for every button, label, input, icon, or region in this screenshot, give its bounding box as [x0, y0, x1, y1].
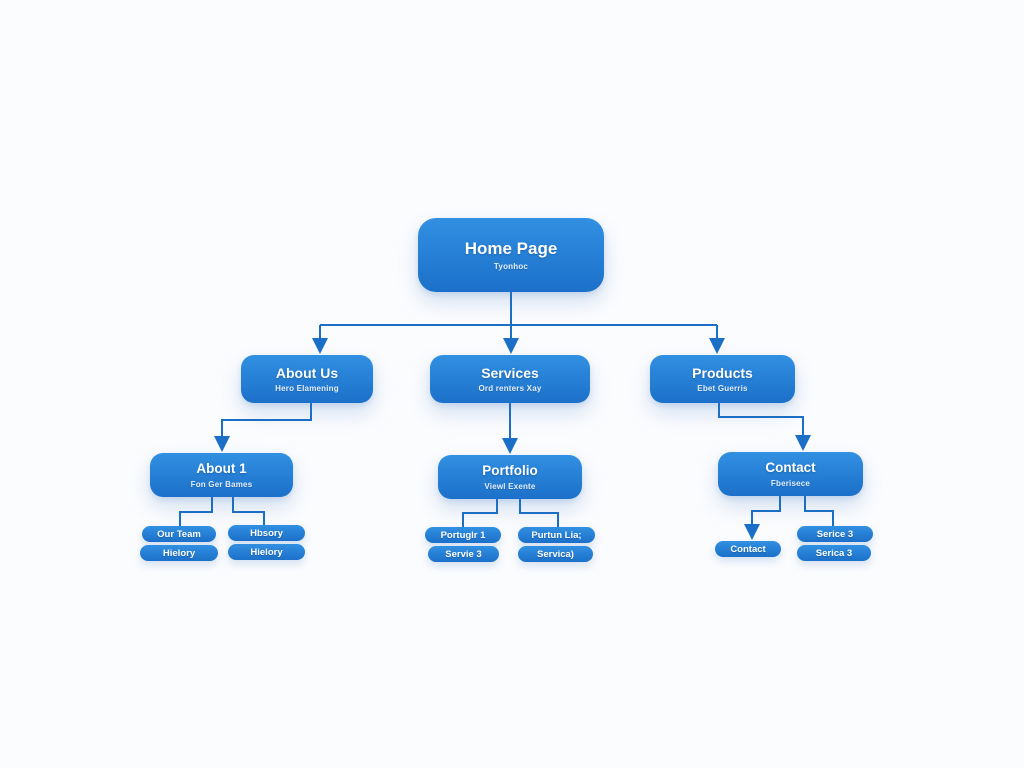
- leaf-history-left-label: Hielory: [162, 547, 196, 559]
- node-home-title: Home Page: [464, 239, 558, 259]
- node-about-1-title: About 1: [196, 461, 247, 477]
- leaf-contact-label: Contact: [730, 543, 766, 555]
- connector-to-contact: [718, 403, 811, 451]
- node-contact: Contact Fberisece: [718, 452, 863, 496]
- node-about-us: About Us Hero Elamening: [241, 355, 373, 403]
- connector-to-our-team: [179, 497, 213, 526]
- connector-to-about-1: [214, 403, 312, 452]
- node-contact-title: Contact: [765, 460, 816, 476]
- leaf-service-c-label: Serice 3: [816, 528, 854, 540]
- leaf-our-team: Our Team: [142, 526, 216, 542]
- leaf-our-team-label: Our Team: [157, 528, 201, 540]
- node-about-1-subtitle: Fon Ger Bames: [190, 479, 253, 489]
- leaf-contact: Contact: [715, 541, 781, 557]
- leaf-history-right: Hielory: [228, 544, 305, 560]
- leaf-portfolio-list: Purtun Lia;: [518, 527, 595, 543]
- leaf-service-c: Serice 3: [797, 526, 873, 542]
- leaf-portfolio-1: Portuglr 1: [425, 527, 501, 543]
- connector-to-service-leaf: [804, 496, 834, 526]
- node-services: Services Ord renters Xay: [430, 355, 590, 403]
- connector-to-portfolio-list: [519, 499, 559, 527]
- leaf-history-left: Hielory: [140, 545, 218, 561]
- node-portfolio-title: Portfolio: [482, 463, 538, 479]
- connector-to-contact-leaf: [744, 496, 781, 540]
- leaf-portfolio-list-label: Purtun Lia;: [531, 529, 582, 541]
- node-about-1: About 1 Fon Ger Bames: [150, 453, 293, 497]
- node-about-us-title: About Us: [275, 364, 339, 381]
- node-portfolio-subtitle: Viewl Exente: [484, 481, 536, 491]
- leaf-service-b: Servica): [518, 546, 593, 562]
- node-home-subtitle: Tyonhoc: [493, 261, 529, 271]
- leaf-service-d-label: Serica 3: [815, 547, 853, 559]
- node-portfolio: Portfolio Viewl Exente: [438, 455, 582, 499]
- leaf-service-a: Servie 3: [428, 546, 499, 562]
- leaf-history-top-label: Hbsory: [250, 527, 283, 539]
- leaf-service-b-label: Servica): [537, 548, 574, 560]
- node-products-subtitle: Ebet Guerris: [697, 384, 748, 394]
- leaf-history-right-label: Hielory: [250, 546, 283, 558]
- connector-to-history: [232, 497, 265, 525]
- node-products-title: Products: [692, 364, 753, 381]
- leaf-history-top: Hbsory: [228, 525, 305, 541]
- node-services-title: Services: [481, 364, 539, 381]
- node-products: Products Ebet Guerris: [650, 355, 795, 403]
- connector-to-portfolio-1: [462, 499, 498, 527]
- node-contact-subtitle: Fberisece: [770, 478, 811, 488]
- leaf-service-a-label: Servie 3: [445, 548, 482, 560]
- node-about-us-subtitle: Hero Elamening: [275, 384, 339, 394]
- leaf-portfolio-1-label: Portuglr 1: [440, 529, 486, 541]
- node-services-subtitle: Ord renters Xay: [478, 384, 542, 394]
- node-home-page: Home Page Tyonhoc: [418, 218, 604, 292]
- leaf-service-d: Serica 3: [797, 545, 871, 561]
